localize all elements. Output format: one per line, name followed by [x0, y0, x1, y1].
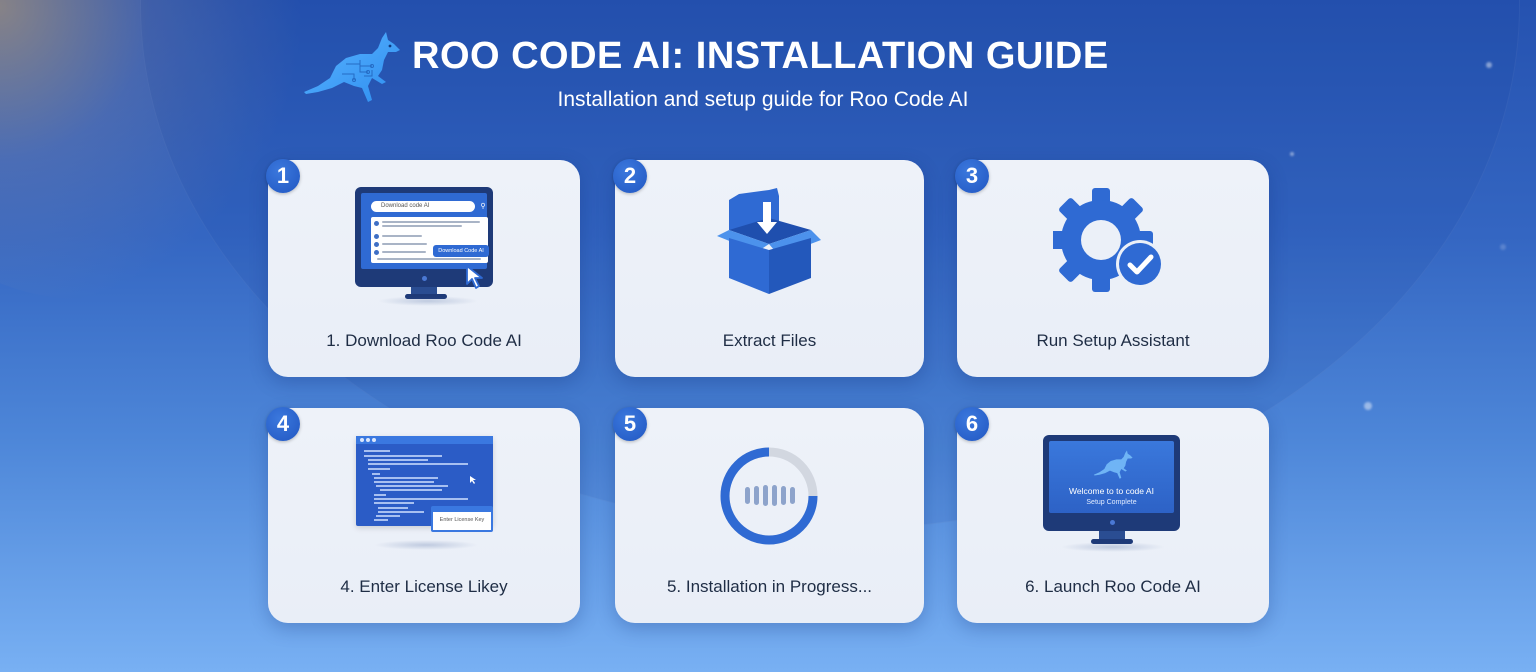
bokeh-dot — [1486, 62, 1492, 68]
welcome-text: Welcome to to code AI — [1069, 486, 1154, 496]
step-label: 6. Launch Roo Code AI — [1025, 577, 1201, 596]
step-label: Run Setup Assistant — [1036, 331, 1190, 350]
gear-check-icon — [957, 160, 1269, 310]
step-number-badge: 1 — [266, 159, 300, 193]
step-number-badge: 5 — [613, 407, 647, 441]
bokeh-dot — [1290, 152, 1294, 156]
progress-ring-icon — [615, 408, 924, 558]
monitor-download-icon: Download code AI ⚲ Download Code AI — [268, 160, 580, 310]
download-button: Download Code AI — [433, 245, 489, 257]
search-icon: ⚲ — [480, 203, 486, 210]
step-label: 4. Enter License Likey — [340, 577, 508, 596]
step-label: Extract Files — [722, 331, 817, 350]
step-label: 5. Installation in Progress... — [666, 577, 873, 596]
bokeh-dot — [1364, 402, 1372, 410]
mouse-cursor-icon — [466, 265, 483, 289]
page-subtitle: Installation and setup guide for Roo Cod… — [557, 88, 969, 111]
mouse-cursor-icon — [470, 476, 476, 484]
license-key-input: Enter License Key — [433, 512, 491, 530]
open-box-icon — [615, 160, 924, 310]
results-panel: Download Code AI — [371, 217, 489, 263]
step-number-badge: 4 — [266, 407, 300, 441]
header: ROO CODE AI: INSTALLATION GUIDE Installa… — [0, 0, 1536, 130]
step-card-setup[interactable]: 3 Run Setup Assistant — [955, 159, 1269, 377]
search-bar: Download code AI — [371, 201, 475, 212]
step-card-launch[interactable]: 6 Welcome to to code AI Setup Complete 6… — [955, 407, 1269, 623]
code-window-icon: Enter License Key — [268, 408, 580, 558]
bokeh-dot — [1500, 244, 1506, 250]
step-card-license[interactable]: 4 Enter License Key 4. Enter — [266, 407, 580, 623]
step-number-badge: 2 — [613, 159, 647, 193]
license-key-dialog: Enter License Key — [431, 506, 493, 532]
setup-status-text: Setup Complete — [1086, 499, 1137, 506]
monitor: Welcome to to code AI Setup Complete — [1043, 435, 1180, 531]
step-card-extract[interactable]: 2 Extract Files — [613, 159, 924, 377]
step-card-progress[interactable]: 5 5. Installation in Progress... — [613, 407, 924, 623]
monitor-welcome-icon: Welcome to to code AI Setup Complete — [957, 408, 1269, 558]
kangaroo-circuit-icon — [302, 30, 406, 106]
step-card-download[interactable]: 1 Download code AI ⚲ Download Code AI — [266, 159, 580, 377]
step-number-badge: 3 — [955, 159, 989, 193]
step-number-badge: 6 — [955, 407, 989, 441]
monitor: Download code AI ⚲ Download Code AI — [355, 187, 493, 287]
step-label: 1. Download Roo Code AI — [326, 331, 522, 350]
page-title: ROO CODE AI: INSTALLATION GUIDE — [412, 35, 1109, 77]
kangaroo-icon — [1093, 450, 1133, 479]
